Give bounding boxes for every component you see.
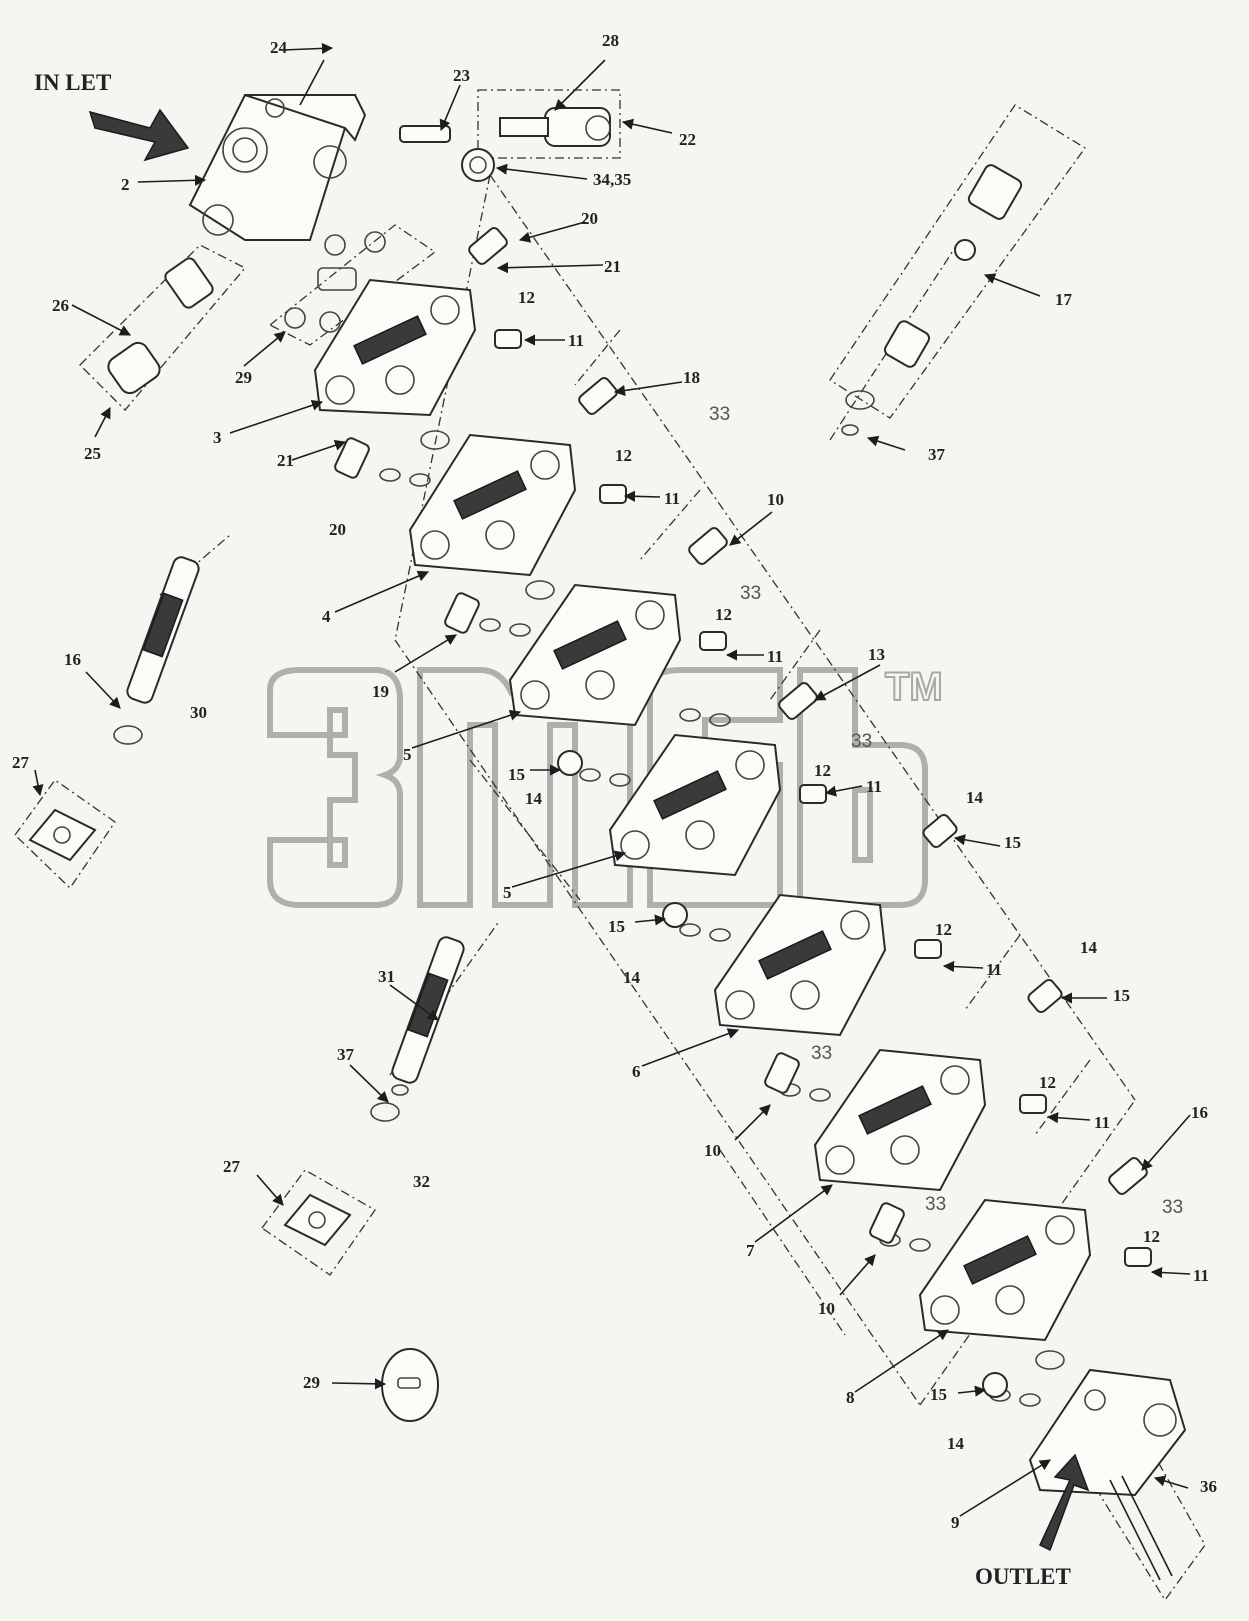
trademark-mark: TM: [885, 665, 943, 709]
solenoid-assembly: [841, 164, 1023, 436]
callout-11d: 11: [866, 777, 882, 796]
callout-15e: 15: [930, 1385, 947, 1404]
callout-32: 32: [413, 1172, 430, 1191]
callout-37b: 37: [928, 445, 946, 464]
callout-16a: 16: [64, 650, 81, 669]
callout-11c: 11: [767, 647, 783, 666]
callout-14c: 14: [623, 968, 641, 987]
callout-20b: 20: [329, 520, 346, 539]
callout-16b: 16: [1191, 1103, 1208, 1122]
callout-29b: 29: [303, 1373, 320, 1392]
callout-29a: 29: [235, 368, 252, 387]
callout-15d: 15: [1113, 986, 1130, 1005]
callout-19: 19: [372, 682, 389, 701]
callout-11g: 11: [1193, 1266, 1209, 1285]
callout-12c: 12: [715, 605, 732, 624]
flow-arrows: [88, 108, 1090, 1552]
callout-11f: 11: [1094, 1113, 1110, 1132]
callout-31: 31: [378, 967, 395, 986]
outlet-block-9: [1028, 1368, 1187, 1497]
subassembly-boxes: [14, 89, 1206, 1602]
section-5b: [608, 733, 782, 877]
callout-5b: 5: [503, 883, 512, 902]
callout-26: 26: [52, 296, 69, 315]
callout-6: 6: [632, 1062, 641, 1081]
callout-33b: 33: [740, 583, 761, 604]
callout-15b: 15: [1004, 833, 1021, 852]
callout-21a: 21: [604, 257, 621, 276]
callout-11b: 11: [664, 489, 680, 508]
callout-15c: 15: [608, 917, 625, 936]
callout-25: 25: [84, 444, 101, 463]
section-4: [408, 433, 577, 577]
inlet-label: IN LET: [34, 70, 111, 95]
callout-12a: 12: [518, 288, 535, 307]
outlet-connector: [1109, 1475, 1173, 1581]
callout-33d: 33: [811, 1043, 832, 1064]
inlet-arrow-icon: [88, 108, 190, 162]
callout-18: 18: [683, 368, 700, 387]
callout-12g: 12: [1143, 1227, 1160, 1246]
callout-28: 28: [602, 31, 619, 50]
callout-10b: 10: [704, 1141, 721, 1160]
relief-valve: [399, 107, 611, 182]
callout-20a: 20: [581, 209, 598, 228]
fittings: [334, 227, 1152, 1398]
callout-12b: 12: [615, 446, 632, 465]
callout-14b: 14: [966, 788, 984, 807]
callout-27b: 27: [223, 1157, 241, 1176]
callout-33e: 33: [925, 1194, 946, 1215]
callout-34-35: 34,35: [593, 170, 631, 189]
callout-13: 13: [868, 645, 885, 664]
callout-24: 24: [270, 38, 288, 57]
section-7: [813, 1048, 987, 1192]
callout-14a: 14: [525, 789, 543, 808]
callout-36: 36: [1200, 1477, 1217, 1496]
seal-rings: [379, 430, 1065, 1407]
callout-5a: 5: [403, 745, 412, 764]
outlet-label: OUTLET: [975, 1564, 1071, 1589]
section-8: [918, 1198, 1092, 1342]
callout-8: 8: [846, 1388, 855, 1407]
section-6: [713, 893, 887, 1037]
callout-33a: 33: [709, 404, 730, 425]
callout-12f: 12: [1039, 1073, 1056, 1092]
gasket-diagram: [381, 1348, 439, 1422]
callout-30: 30: [190, 703, 207, 722]
section-5a: [508, 583, 682, 727]
callout-33c: 33: [851, 731, 872, 752]
callout-10c: 10: [818, 1299, 835, 1318]
callout-17: 17: [1055, 290, 1073, 309]
callout-9: 9: [951, 1513, 960, 1532]
callout-12d: 12: [814, 761, 831, 780]
callout-10a: 10: [767, 490, 784, 509]
end-caps: [28, 808, 352, 1247]
inlet-block: [188, 94, 367, 241]
callout-23: 23: [453, 66, 470, 85]
callout-12e: 12: [935, 920, 952, 939]
callout-3: 3: [213, 428, 222, 447]
callout-14d: 14: [1080, 938, 1098, 957]
callout-2: 2: [121, 175, 130, 194]
valve-sections: [313, 278, 1187, 1497]
callout-14e: 14: [947, 1434, 965, 1453]
outlet-arrow-icon: [1039, 1453, 1090, 1552]
gaskets: [284, 231, 386, 333]
callout-21b: 21: [277, 451, 294, 470]
callout-4: 4: [322, 607, 331, 626]
section-3: [313, 278, 477, 417]
callout-27a: 27: [12, 753, 30, 772]
leader-lines: [32, 42, 1191, 1517]
check-valve: [107, 257, 214, 395]
callout-11a: 11: [568, 331, 584, 350]
callout-7: 7: [746, 1241, 755, 1260]
callout-11e: 11: [986, 960, 1002, 979]
callout-33f: 33: [1162, 1197, 1183, 1218]
callout-15a: 15: [508, 765, 525, 784]
callout-22: 22: [679, 130, 696, 149]
callout-37a: 37: [337, 1045, 355, 1064]
callout-labels: 2 3 4 5 5 6 7 8 9 10 10 10 11 11 11 11 1…: [12, 31, 1217, 1532]
